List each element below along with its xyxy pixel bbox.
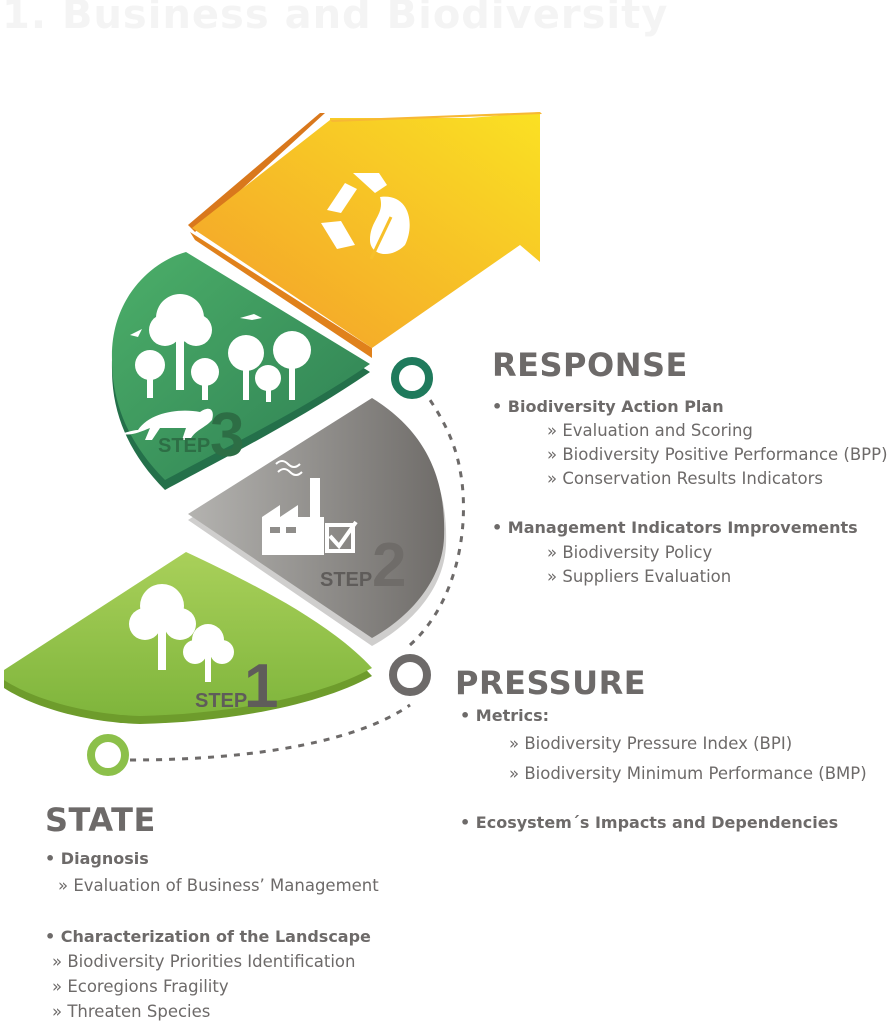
response-arrow bbox=[188, 112, 542, 358]
response-group-1-label: • Biodiversity Action Plan bbox=[492, 397, 724, 416]
factory-check-icon bbox=[262, 460, 358, 555]
pressure-item: » Biodiversity Minimum Performance (BMP) bbox=[509, 764, 867, 783]
state-item: » Biodiversity Priorities Identification bbox=[52, 952, 356, 971]
state-group-2-label: • Characterization of the Landscape bbox=[45, 927, 371, 946]
pressure-group-2-label: • Ecosystem´s Impacts and Dependencies bbox=[460, 813, 839, 832]
step-1-word: STEP bbox=[195, 690, 247, 712]
response-heading: RESPONSE bbox=[492, 346, 688, 384]
page-title: 1. Business and Biodiversity bbox=[2, 0, 669, 38]
response-marker bbox=[391, 357, 433, 399]
state-heading: STATE bbox=[45, 801, 156, 839]
step-2-number: 2 bbox=[372, 531, 406, 600]
forest-animals-icon bbox=[120, 294, 311, 440]
state-group-1-label: • Diagnosis bbox=[45, 849, 149, 868]
response-item: » Conservation Results Indicators bbox=[547, 469, 824, 488]
pressure-item: » Biodiversity Pressure Index (BPI) bbox=[509, 734, 793, 753]
pressure-group-1-label: • Metrics: bbox=[460, 706, 549, 725]
connector-path bbox=[129, 399, 465, 762]
step-1-number: 1 bbox=[244, 652, 278, 721]
pressure-marker bbox=[389, 654, 431, 696]
state-marker bbox=[87, 734, 129, 776]
response-group-2-label: • Management Indicators Improvements bbox=[492, 518, 858, 537]
state-item: » Ecoregions Fragility bbox=[52, 977, 229, 996]
step-3-number: 3 bbox=[210, 401, 244, 470]
response-item: » Biodiversity Positive Performance (BPP… bbox=[547, 445, 888, 464]
response-item: » Suppliers Evaluation bbox=[547, 567, 732, 586]
state-item: » Evaluation of Business’ Management bbox=[58, 876, 379, 895]
pressure-heading: PRESSURE bbox=[455, 664, 647, 702]
state-item: » Threaten Species bbox=[52, 1002, 211, 1021]
response-item: » Evaluation and Scoring bbox=[547, 421, 753, 440]
recycle-leaf-icon bbox=[321, 173, 410, 260]
trees-icon bbox=[129, 584, 234, 682]
step-2-word: STEP bbox=[320, 569, 372, 591]
response-item: » Biodiversity Policy bbox=[547, 543, 713, 562]
step-3-word: STEP bbox=[158, 435, 210, 457]
